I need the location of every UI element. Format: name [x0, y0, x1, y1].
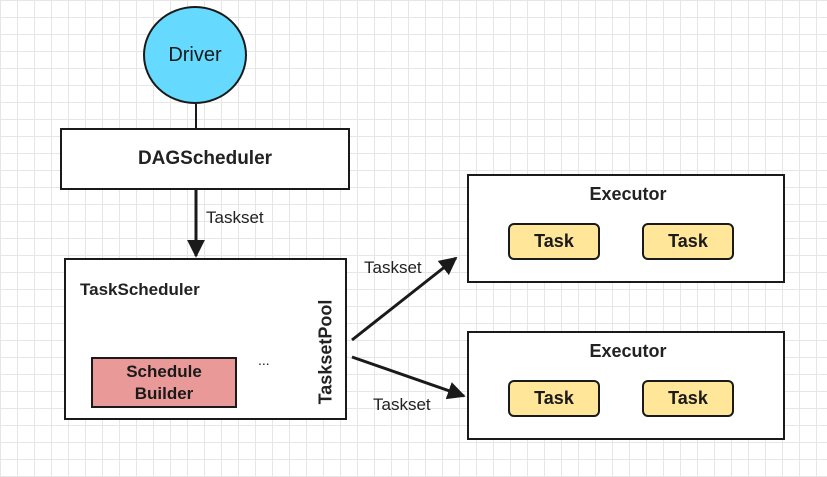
task-label: Task — [668, 231, 708, 251]
edge-label-ts-to-exec1: Taskset — [364, 258, 422, 277]
executor-title: Executor — [589, 184, 667, 204]
task-label: Task — [668, 388, 708, 408]
schedule-builder-line1: Schedule — [126, 361, 202, 381]
dag-scheduler-label: DAGScheduler — [137, 148, 273, 169]
pool-to-executor1-arrow — [351, 256, 458, 342]
task-box: Task — [508, 223, 600, 260]
edge-label-dag-to-ts: Taskset — [206, 208, 264, 227]
driver-node: Driver — [143, 6, 247, 104]
schedule-builder-box: Schedule Builder — [91, 357, 237, 408]
task-label: Task — [534, 388, 574, 408]
driver-label: Driver — [168, 43, 222, 66]
pool-ellipsis: ... — [258, 352, 270, 368]
taskset-pool-label: TasksetPool — [315, 299, 336, 405]
executor-box: Executor Task Task — [467, 331, 785, 440]
executor-title: Executor — [589, 341, 667, 361]
executor-box: Executor Task Task — [467, 174, 785, 283]
task-box: Task — [642, 380, 734, 417]
dag-scheduler-box: DAGScheduler — [60, 128, 350, 190]
task-box: Task — [508, 380, 600, 417]
pool-to-executor2-arrow — [351, 355, 466, 400]
task-box: Task — [642, 223, 734, 260]
task-label: Task — [534, 231, 574, 251]
task-scheduler-title: TaskScheduler — [80, 280, 200, 299]
edge-label-ts-to-exec2: Taskset — [373, 395, 431, 414]
schedule-builder-line2: Builder — [134, 383, 194, 403]
